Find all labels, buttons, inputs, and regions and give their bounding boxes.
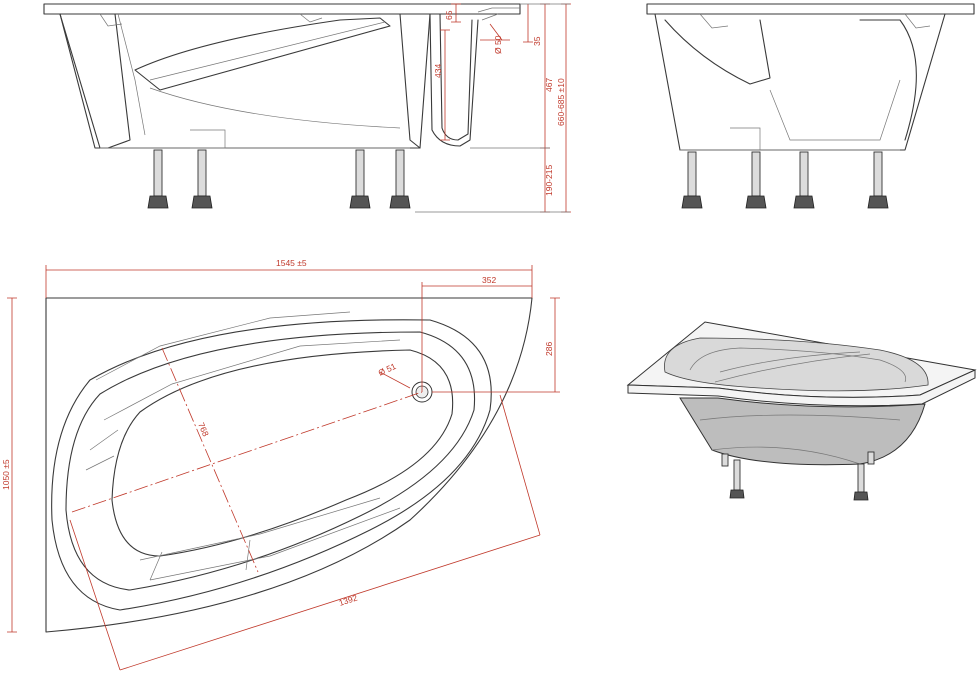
isometric-view [626,321,977,501]
top-view: 1545 ±5 352 286 Ø 51 768 1392 1050 ±5 [1,258,560,671]
dim-total-height: 660-685 ±10 [556,78,566,126]
side-elevation-view [646,3,975,209]
dim-rim-thickness: 65 [444,10,454,20]
dim-inner-length: 1392 [338,592,359,607]
dim-body-height: 467 [544,78,554,92]
dim-drain-diameter: Ø 51 [377,361,398,378]
dim-waste-height: 35 [532,36,542,46]
dim-length: 1545 ±5 [276,258,307,268]
dim-drain-offset-x: 352 [482,275,496,285]
dim-leg-height: 190-215 [544,165,554,196]
dim-waste-diameter: Ø 50 [493,35,503,54]
dim-inner-depth: 434 [433,64,443,78]
dim-inner-width: 768 [196,421,211,438]
dim-width: 1050 ±5 [1,459,11,490]
front-elevation-view: 65 Ø 50 35 434 467 660-685 ±10 190-215 [43,3,571,213]
dim-drain-offset-y: 286 [544,342,554,356]
